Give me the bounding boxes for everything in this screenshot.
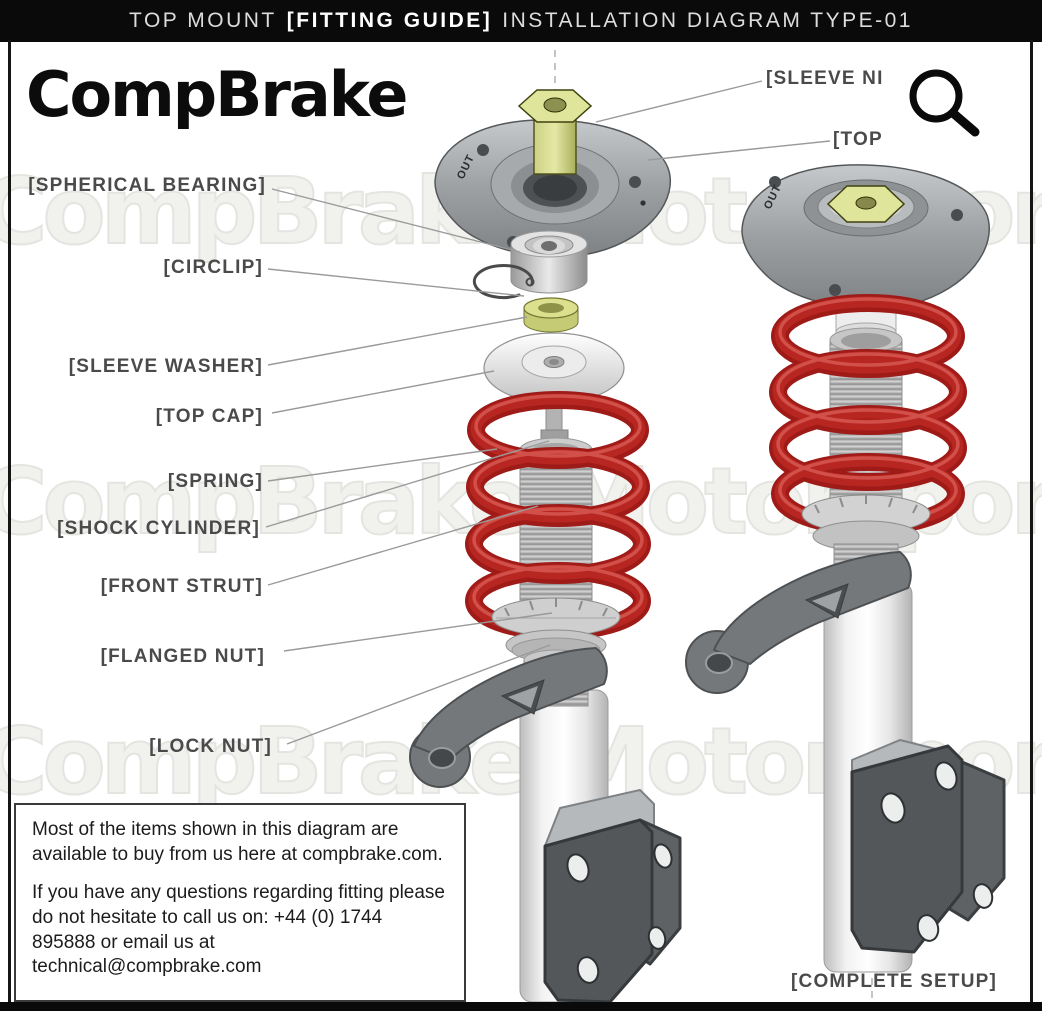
sleeve-washer-part <box>523 297 579 333</box>
compbrake-logo: CompBrake <box>26 58 408 131</box>
label-top-mount: [TOP <box>833 129 883 150</box>
banner-text-right: INSTALLATION DIAGRAM TYPE-01 <box>502 9 913 32</box>
top-cap-part <box>483 332 625 404</box>
info-paragraph-availability: Most of the items shown in this diagram … <box>32 819 443 865</box>
label-spherical-bearing: [SPHERICAL BEARING] <box>28 175 266 196</box>
page-border-bottom <box>0 1002 1042 1011</box>
label-sleeve-washer: [SLEEVE WASHER] <box>68 356 263 377</box>
title-banner: TOP MOUNT [FITTING GUIDE] INSTALLATION D… <box>0 0 1042 42</box>
leader-top-cap <box>271 370 495 414</box>
leader-top-mount <box>647 140 831 161</box>
label-circlip: [CIRCLIP] <box>163 257 263 278</box>
leader-spherical-bearing <box>271 188 521 253</box>
label-spring: [SPRING] <box>167 471 263 492</box>
leader-circlip <box>267 268 525 297</box>
assembled-top-mount: OUT <box>741 164 990 310</box>
leader-spring <box>267 448 498 482</box>
label-complete-setup: [COMPLETE SETUP] <box>791 971 998 992</box>
spherical-bearing-part <box>510 230 588 294</box>
steering-arm-part <box>409 647 608 788</box>
page-border-right <box>1030 40 1033 1003</box>
assembled-steering-arm <box>685 551 912 694</box>
leader-shock-cylinder <box>265 440 550 528</box>
banner-text-left: TOP MOUNT <box>129 9 277 32</box>
page-border-left <box>8 40 11 1003</box>
top-mount-plate: OUT <box>434 119 671 258</box>
banner-text-fitting-guide: [FITTING GUIDE] <box>286 9 493 32</box>
label-sleeve-nut: [SLEEVE NI <box>766 68 884 89</box>
label-top-cap: [TOP CAP] <box>155 406 263 427</box>
assembled-bottom-bracket <box>850 739 1006 954</box>
leader-front-strut <box>267 505 539 586</box>
leader-sleeve-nut <box>595 80 763 123</box>
info-paragraph-contact: If you have any questions regarding fitt… <box>32 882 445 978</box>
circlip-part <box>472 264 535 300</box>
label-lock-nut: [LOCK NUT] <box>149 736 272 757</box>
label-flanged-nut: [FLANGED NUT] <box>100 646 265 667</box>
label-shock-cylinder: [SHOCK CYLINDER] <box>57 518 260 539</box>
assembled-flanged-nut <box>801 494 931 552</box>
sleeve-nut-part <box>517 89 593 175</box>
leader-sleeve-washer <box>267 316 528 366</box>
bottom-bracket-part <box>543 789 682 1004</box>
leader-lock-nut <box>286 644 551 745</box>
label-front-strut: [FRONT STRUT] <box>100 576 263 597</box>
info-box: Most of the items shown in this diagram … <box>14 803 466 1002</box>
search-icon[interactable] <box>905 62 990 144</box>
leader-lines <box>265 80 831 745</box>
leader-flanged-nut <box>283 612 553 652</box>
